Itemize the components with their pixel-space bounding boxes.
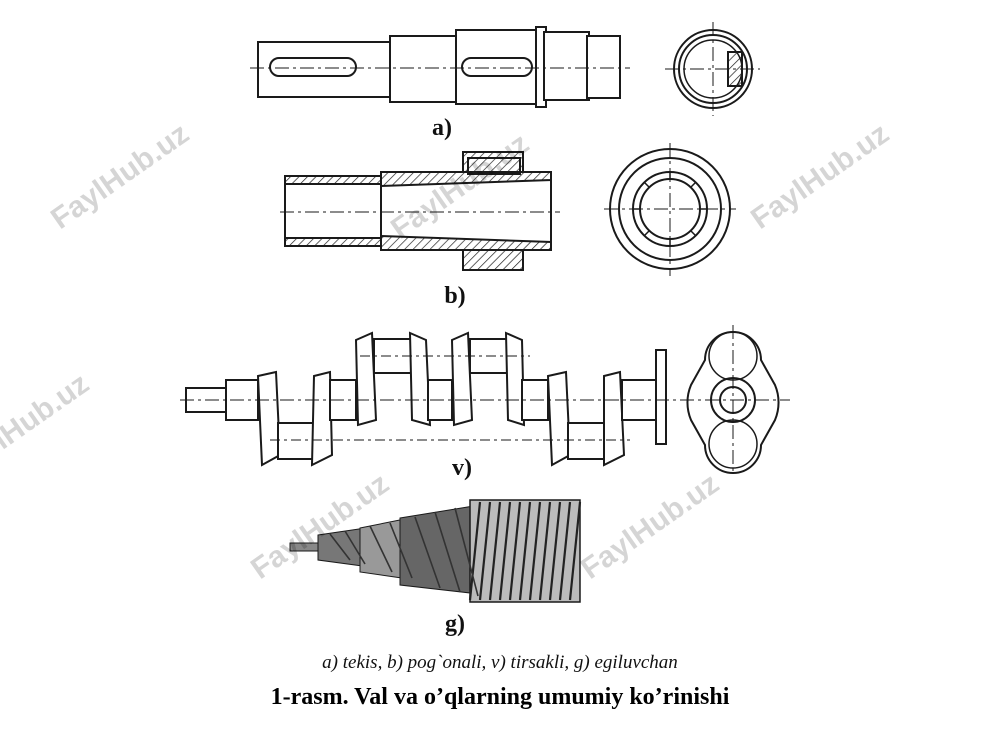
shaft-b-section (604, 143, 736, 276)
watermark: FaylHub.uz (745, 117, 895, 236)
shaft-a (250, 26, 630, 108)
shaft-b (280, 151, 560, 271)
label-g: g) (445, 611, 465, 637)
label-b: b) (444, 283, 466, 309)
label-v: v) (452, 455, 472, 481)
watermark: FaylHub.uz (0, 367, 95, 486)
crankshaft-v-section (680, 325, 790, 475)
crankshaft-v (180, 331, 680, 467)
flexible-shaft-g (289, 499, 582, 603)
label-a: a) (432, 115, 452, 141)
watermark: FaylHub.uz (575, 467, 725, 586)
caption-title: 1-rasm. Val va o’qlarning umumiy ko’rini… (270, 684, 730, 710)
watermark: FaylHub.uz (45, 117, 195, 236)
caption-subtitle: a) tekis, b) pog`onali, v) tirsakli, g) … (322, 652, 678, 673)
shaft-a-section (665, 22, 760, 116)
